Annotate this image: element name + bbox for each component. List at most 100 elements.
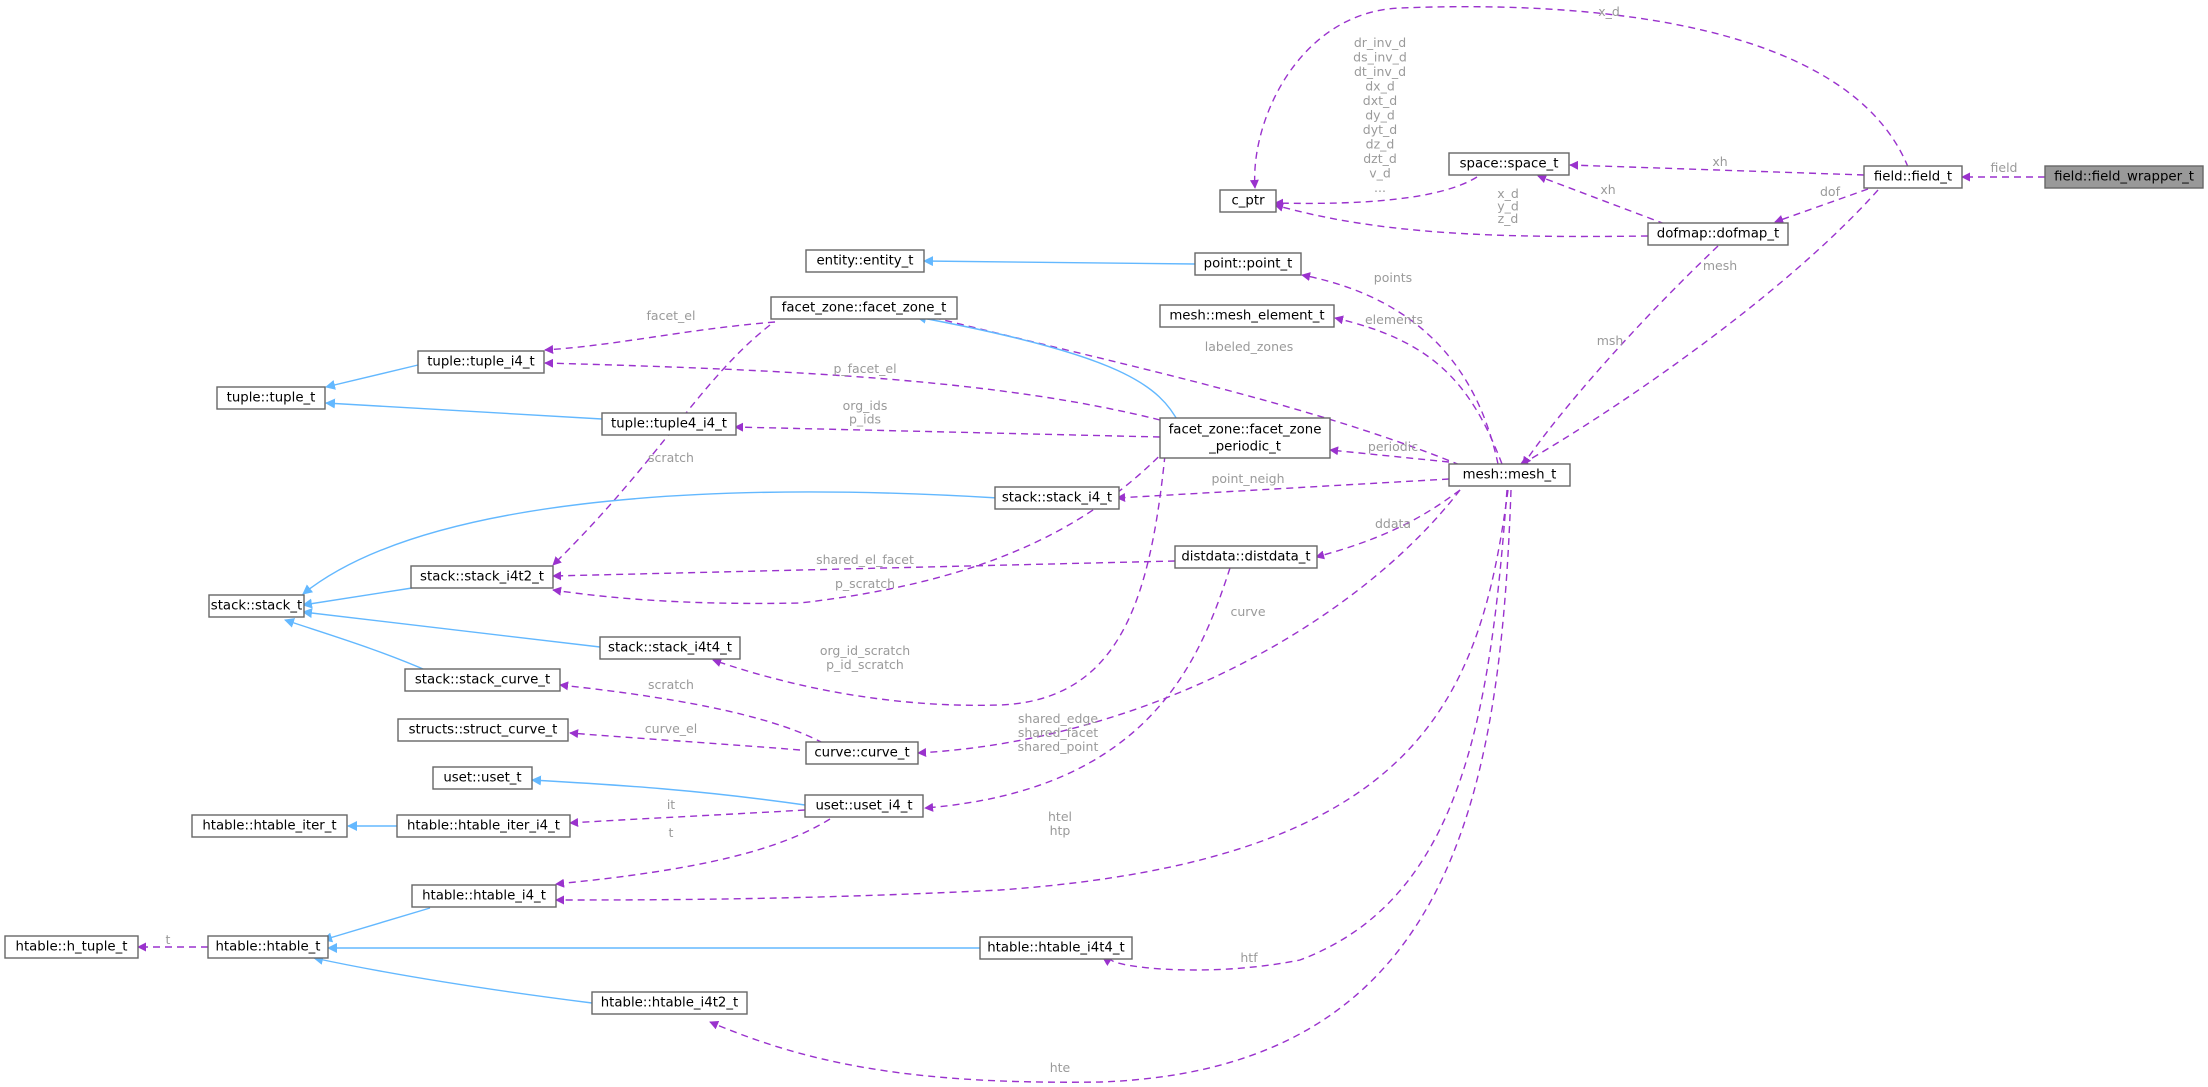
node-stack[interactable]: stack::stack_t	[208, 594, 305, 618]
label-cptr-member: dx_d	[1365, 79, 1395, 94]
edge-si4t4-stack	[302, 608, 601, 648]
label-htf: htf	[1240, 950, 1258, 965]
label-labeled-zones: labeled_zones	[1205, 339, 1293, 354]
node-stack-curve[interactable]: stack::stack_curve_t	[404, 668, 561, 692]
node-htable-i4t2[interactable]: htable::htable_i4t2_t	[591, 991, 748, 1015]
edge-mesh-field	[1519, 189, 1879, 466]
label-scratch2: scratch	[648, 677, 694, 692]
label-htel: htp	[1050, 823, 1071, 838]
edge-point-entity	[923, 256, 1196, 267]
edge-shared-el-facet	[552, 560, 1176, 581]
edge-x-d	[1249, 5, 1909, 189]
label-p-facet-el: p_facet_el	[833, 361, 896, 376]
node-htable-i4t4[interactable]: htable::htable_i4t4_t	[979, 936, 1133, 960]
edge-msh-dofmap	[1522, 245, 1719, 466]
node-stack-i4[interactable]: stack::stack_i4_t	[994, 486, 1120, 510]
svg-text:field::field_wrapper_t: field::field_wrapper_t	[2054, 170, 2194, 185]
svg-text:stack::stack_i4t4_t: stack::stack_i4t4_t	[608, 641, 732, 656]
label-cptr-member: dt_inv_d	[1354, 64, 1406, 79]
label-point-neigh: point_neigh	[1211, 471, 1284, 486]
edge-dof	[1774, 188, 1869, 224]
node-stack-i4t2[interactable]: stack::stack_i4t2_t	[410, 565, 554, 589]
svg-text:uset::uset_i4_t: uset::uset_i4_t	[815, 799, 912, 814]
label-cptr-member: ...	[1374, 180, 1386, 195]
edge-useti4-uset	[531, 775, 806, 806]
edge-scratch2	[559, 681, 824, 744]
node-h-tuple[interactable]: htable::h_tuple_t	[4, 935, 139, 959]
edge-elements	[1334, 315, 1503, 465]
label-dof: dof	[1820, 184, 1841, 199]
node-mesh[interactable]: mesh::mesh_t	[1448, 463, 1571, 487]
node-uset-i4[interactable]: uset::uset_i4_t	[804, 794, 924, 818]
label-shared: shared_edge	[1018, 711, 1098, 726]
dofmap-coord-list: x_dy_dz_d	[1497, 186, 1519, 226]
svg-text:_periodic_t: _periodic_t	[1208, 440, 1281, 455]
node-space[interactable]: space::space_t	[1448, 152, 1570, 176]
node-htable-i4[interactable]: htable::htable_i4_t	[411, 884, 557, 908]
node-cptr[interactable]: c_ptr	[1219, 189, 1277, 213]
label-cptr-member: dz_d	[1366, 137, 1395, 152]
svg-text:tuple::tuple_i4_t: tuple::tuple_i4_t	[427, 355, 535, 370]
node-facet-zone[interactable]: facet_zone::facet_zone_t	[770, 296, 958, 320]
label-xh-field: xh	[1712, 154, 1727, 169]
svg-text:dofmap::dofmap_t: dofmap::dofmap_t	[1657, 227, 1779, 242]
edge-ddata	[1315, 489, 1461, 560]
label-xh-dofmap: xh	[1600, 182, 1615, 197]
node-tuple[interactable]: tuple::tuple_t	[216, 386, 326, 410]
label-htel: htel	[1048, 809, 1072, 824]
node-tuple4-i4[interactable]: tuple::tuple4_i4_t	[601, 412, 737, 436]
node-htable-iter-i4[interactable]: htable::htable_iter_i4_t	[396, 814, 571, 838]
svg-text:htable::htable_t: htable::htable_t	[215, 940, 320, 955]
label-dofmap-coord: z_d	[1498, 211, 1519, 226]
label-points: points	[1374, 270, 1412, 285]
svg-text:facet_zone::facet_zone: facet_zone::facet_zone	[1169, 423, 1322, 438]
edge-si4t2-stack	[302, 587, 413, 609]
label-t: t	[669, 825, 674, 840]
svg-text:c_ptr: c_ptr	[1231, 194, 1265, 209]
node-point[interactable]: point::point_t	[1194, 252, 1302, 276]
edge-curve-el	[569, 729, 801, 751]
node-field[interactable]: field::field_t	[1863, 165, 1963, 189]
node-tuple-i4[interactable]: tuple::tuple_i4_t	[417, 350, 545, 374]
edge-hi4t2-htable	[313, 954, 593, 1004]
edge-xh-dofmap	[1537, 174, 1666, 225]
edge-ti4-tuple	[325, 364, 419, 390]
label-org-id-scratch: p_id_scratch	[826, 657, 904, 672]
node-distdata[interactable]: distdata::distdata_t	[1174, 545, 1318, 569]
node-mesh-element[interactable]: mesh::mesh_element_t	[1159, 304, 1335, 328]
node-facet-zone-periodic[interactable]: facet_zone::facet_zone _periodic_t	[1159, 417, 1331, 459]
edge-cptr-space	[1274, 176, 1478, 208]
label-cptr-member: dyt_d	[1363, 122, 1397, 137]
edge-curve	[917, 489, 1461, 758]
svg-text:distdata::distdata_t: distdata::distdata_t	[1181, 550, 1310, 565]
label-shared: shared_point	[1018, 739, 1099, 754]
node-stack-i4t4[interactable]: stack::stack_i4t4_t	[599, 636, 741, 660]
node-entity[interactable]: entity::entity_t	[805, 249, 925, 273]
node-htable-iter[interactable]: htable::htable_iter_t	[191, 814, 348, 838]
label-shared: shared_facet	[1018, 725, 1098, 740]
node-dofmap[interactable]: dofmap::dofmap_t	[1647, 222, 1789, 246]
node-htable[interactable]: htable::htable_t	[207, 935, 329, 959]
svg-text:tuple::tuple4_i4_t: tuple::tuple4_i4_t	[611, 417, 727, 432]
label-p-scratch: p_scratch	[835, 576, 895, 591]
label-t2: t	[166, 932, 171, 947]
edge-it	[569, 809, 806, 827]
edge-si4-stack	[302, 491, 999, 595]
node-field-wrapper[interactable]: field::field_wrapper_t	[2044, 165, 2204, 189]
svg-text:facet_zone::facet_zone_t: facet_zone::facet_zone_t	[782, 301, 947, 316]
label-curve: curve	[1230, 604, 1265, 619]
label-ddata: ddata	[1375, 516, 1411, 531]
label-dofmap-coord: x_d	[1497, 186, 1519, 201]
edge-org-ids	[734, 422, 1161, 438]
label-hte: hte	[1050, 1060, 1071, 1075]
svg-text:point::point_t: point::point_t	[1204, 257, 1293, 272]
label-cptr-member: ds_inv_d	[1353, 50, 1407, 65]
node-curve[interactable]: curve::curve_t	[805, 741, 919, 765]
svg-text:htable::htable_i4t2_t: htable::htable_i4t2_t	[601, 996, 739, 1011]
node-uset[interactable]: uset::uset_t	[432, 766, 533, 790]
svg-text:uset::uset_t: uset::uset_t	[443, 771, 521, 786]
label-shared-el-facet: shared_el_facet	[816, 552, 914, 567]
node-struct-curve[interactable]: structs::struct_curve_t	[397, 718, 569, 742]
